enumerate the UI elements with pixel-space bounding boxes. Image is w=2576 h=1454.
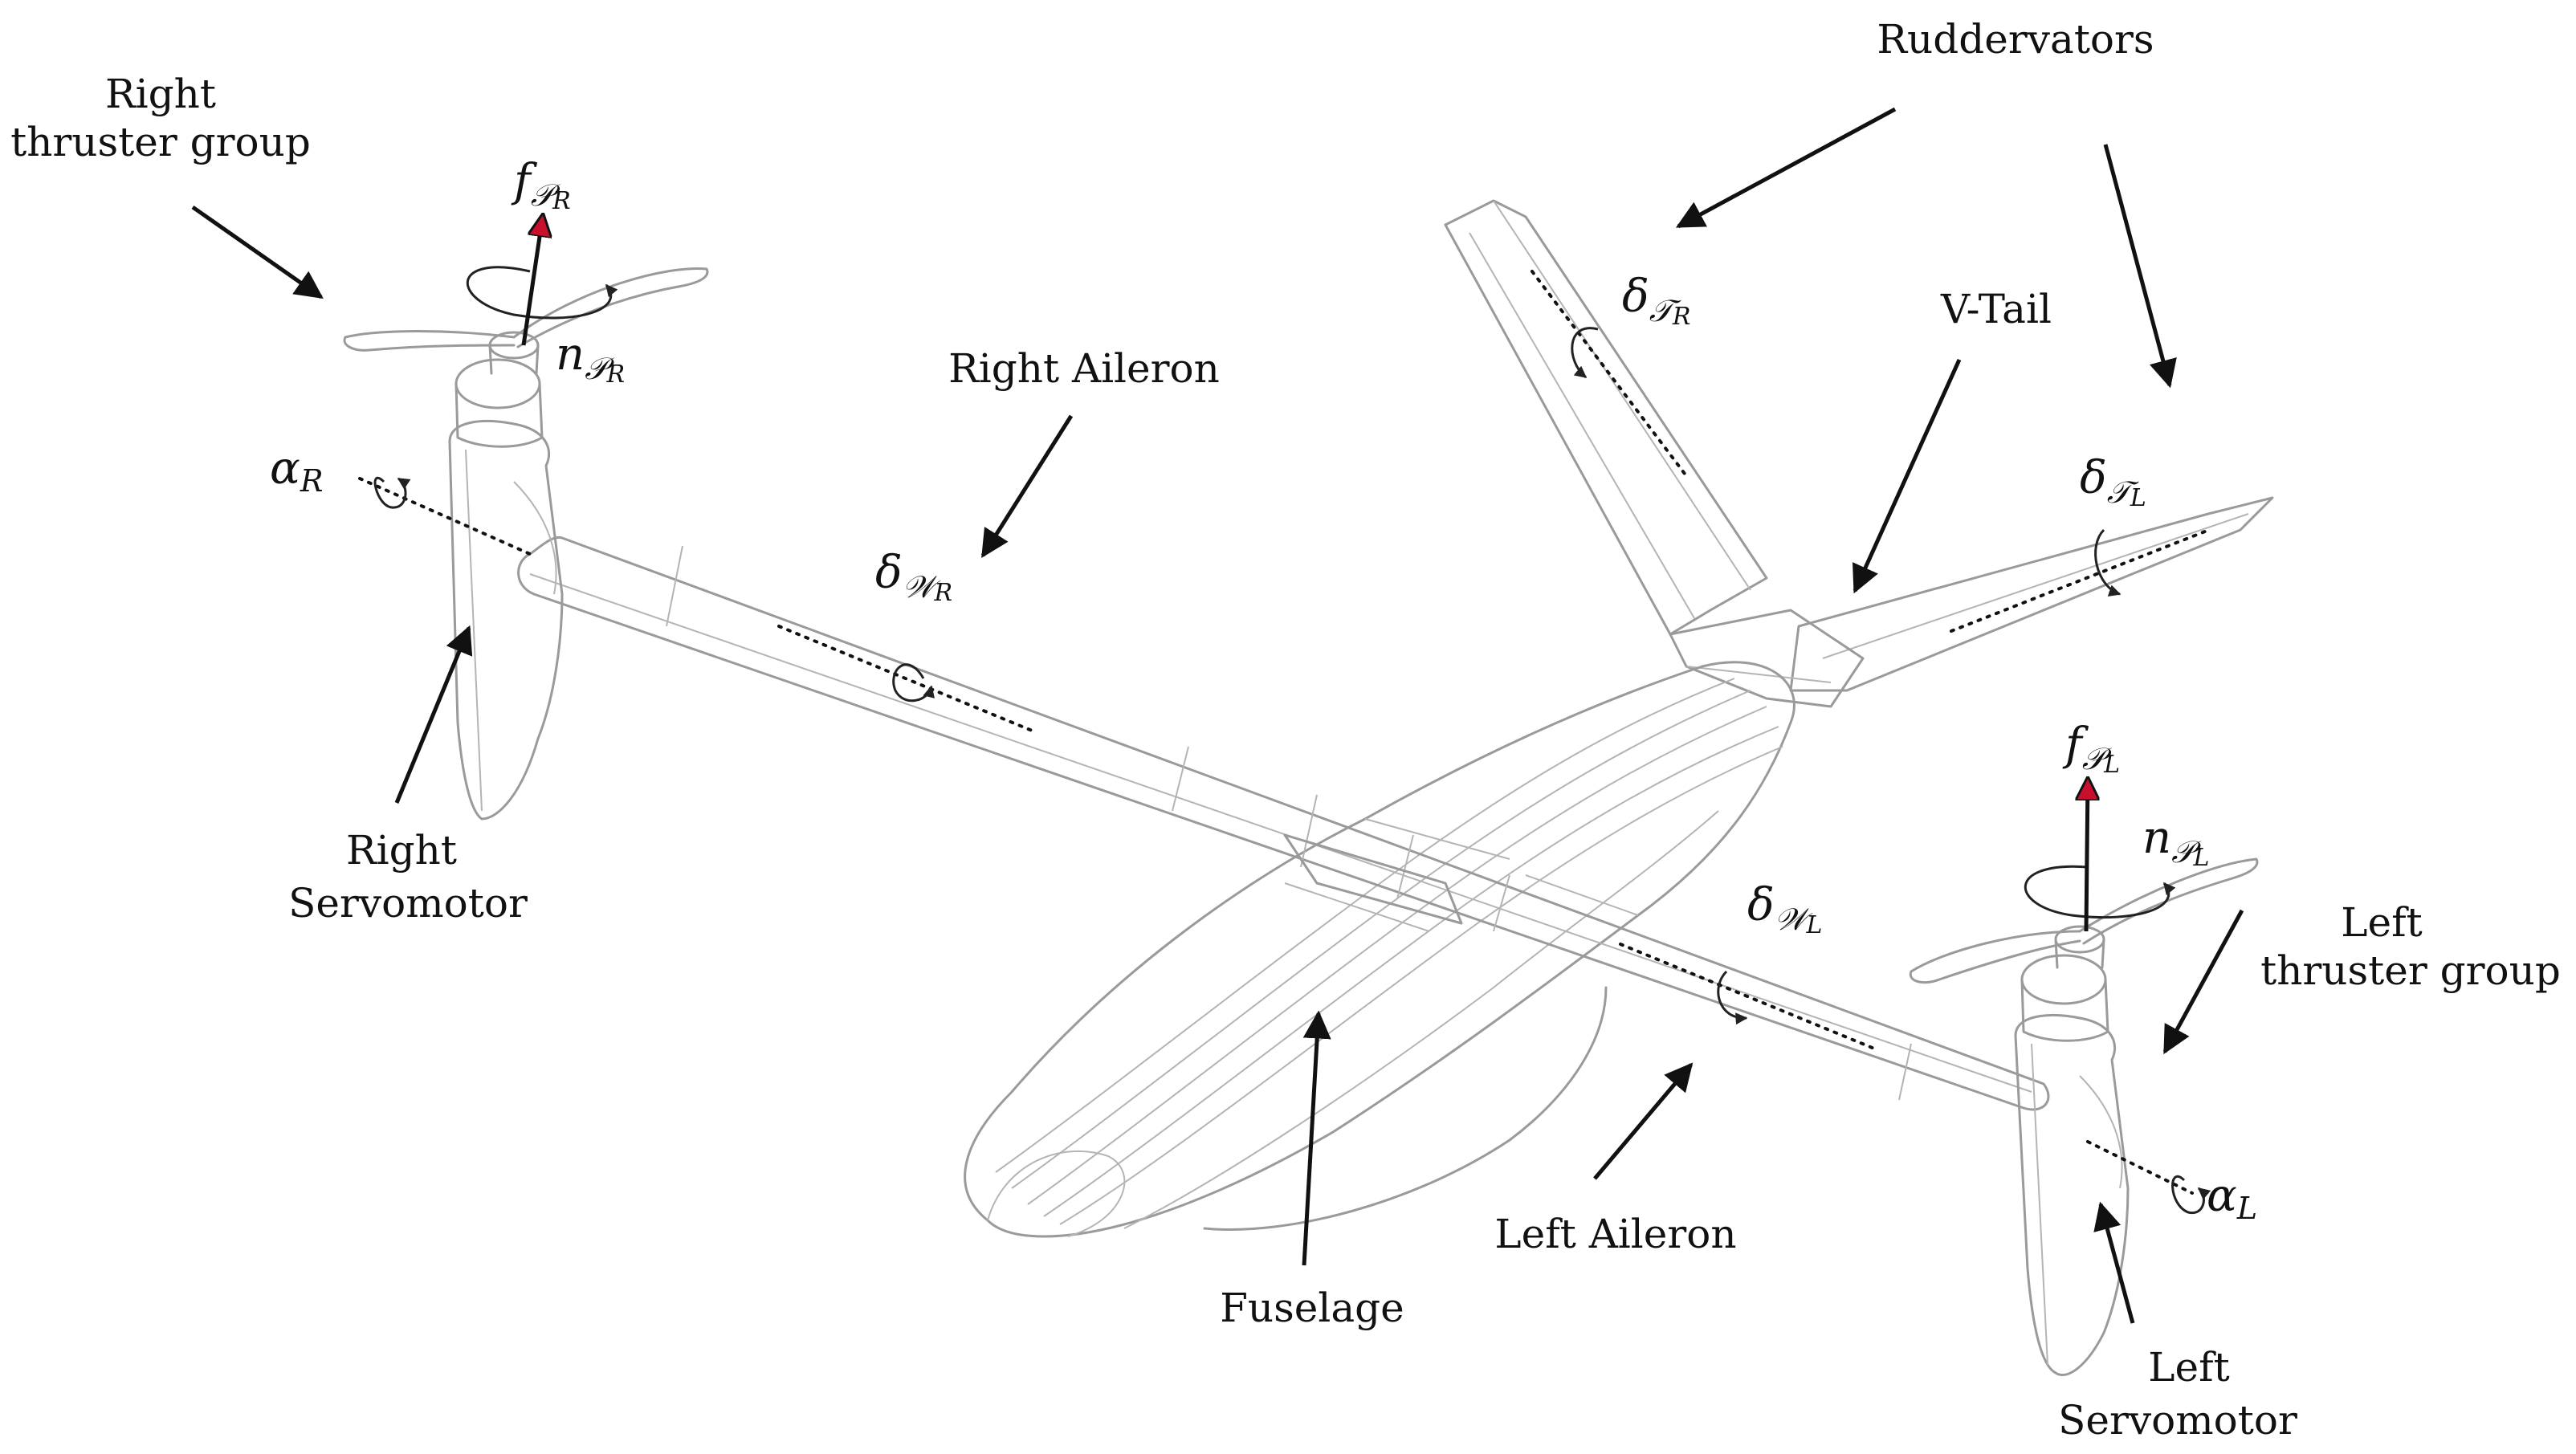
- n-pl-rotation-icon: [2024, 865, 2176, 919]
- left-aileron-callout-arrow: [1593, 1062, 1694, 1180]
- delta-wr-rotation-icon: [892, 663, 935, 703]
- delta-tr-rotation-icon: [1571, 327, 1599, 379]
- ruddervators-label: Ruddervators: [1877, 16, 2154, 63]
- symbol-delta-wr: δ𝒲R: [875, 547, 952, 607]
- v-tail-right-fin: [1444, 199, 1768, 636]
- left-servo-label-line1: Left: [2148, 1344, 2229, 1391]
- v-tail-left-fin: [1789, 496, 2274, 692]
- delta-wr-axis: [777, 625, 1037, 734]
- f-pl-thrust-arrow: [2086, 779, 2088, 932]
- delta-tl-rotation-icon: [2094, 528, 2122, 597]
- right-thruster-label-line2: thruster group: [10, 119, 311, 165]
- symbol-alpha-r: αR: [270, 442, 323, 499]
- alpha-r-rotation-icon: [373, 476, 411, 509]
- right-thruster-label-line1: Right: [105, 71, 216, 117]
- right-servo-label-line2: Servomotor: [288, 880, 528, 927]
- left-servo-label-line2: Servomotor: [2058, 1397, 2297, 1444]
- right-aileron-label: Right Aileron: [948, 345, 1220, 392]
- right-servo-label-line1: Right: [346, 827, 457, 874]
- thrust-vectors: [521, 215, 2088, 932]
- math-symbols: f𝒫R n𝒫R αR δ𝒯R δ𝒯L δ𝒲R δ𝒲L f𝒫L n𝒫L αL: [270, 155, 2257, 1226]
- fuselage-label: Fuselage: [1220, 1285, 1404, 1331]
- v-tail-label: V-Tail: [1940, 286, 2052, 332]
- left-aileron-label: Left Aileron: [1494, 1211, 1736, 1257]
- alpha-l-axis: [2086, 1140, 2194, 1195]
- delta-wl-rotation-icon: [1717, 970, 1748, 1025]
- ruddervator-left-callout-arrow: [2103, 144, 2177, 389]
- aircraft-outline: [343, 199, 2274, 1376]
- fuselage-body: [964, 661, 1795, 1238]
- symbol-delta-wl: δ𝒲L: [1747, 879, 1822, 939]
- callout-arrows: [191, 107, 2244, 1324]
- left-thruster-callout-arrow: [2162, 909, 2244, 1055]
- symbol-n-pl: n𝒫L: [2142, 812, 2209, 872]
- right-nacelle: [343, 267, 709, 821]
- right-thruster-callout-arrow: [191, 205, 324, 299]
- symbol-f-pr: f𝒫R: [511, 155, 571, 215]
- left-servo-callout-arrow: [2093, 1201, 2135, 1324]
- alpha-l-rotation-icon: [2171, 1175, 2211, 1215]
- delta-tr-axis: [1531, 270, 1686, 475]
- symbol-delta-tl: δ𝒯L: [2080, 452, 2146, 512]
- component-labels: Right thruster group Ruddervators V-Tail…: [10, 16, 2561, 1444]
- rotation-axes: [358, 270, 2207, 1195]
- symbol-alpha-l: αL: [2207, 1170, 2257, 1226]
- left-thruster-label-line2: thruster group: [2260, 947, 2561, 994]
- fuselage-callout-arrow: [1302, 1010, 1331, 1266]
- ruddervator-right-callout-arrow: [1675, 107, 1897, 229]
- left-nacelle: [1909, 857, 2259, 1376]
- delta-tl-axis: [1950, 530, 2207, 633]
- symbol-delta-tr: δ𝒯R: [1622, 271, 1690, 331]
- f-pr-thrust-arrow: [521, 215, 543, 346]
- right-servo-callout-arrow: [394, 625, 473, 804]
- alpha-r-axis: [358, 477, 532, 556]
- v-tail-callout-arrow: [1853, 358, 1962, 594]
- delta-wl-axis: [1619, 943, 1876, 1050]
- n-pr-rotation-icon: [467, 266, 618, 320]
- left-thruster-label-line1: Left: [2341, 899, 2422, 946]
- right-aileron-callout-arrow: [980, 414, 1074, 558]
- rotation-indicators: [373, 266, 2211, 1215]
- symbol-f-pl: f𝒫L: [2062, 719, 2120, 779]
- symbol-n-pr: n𝒫R: [556, 328, 625, 389]
- main-wing: [517, 536, 2050, 1111]
- tail-junction: [1669, 609, 1865, 708]
